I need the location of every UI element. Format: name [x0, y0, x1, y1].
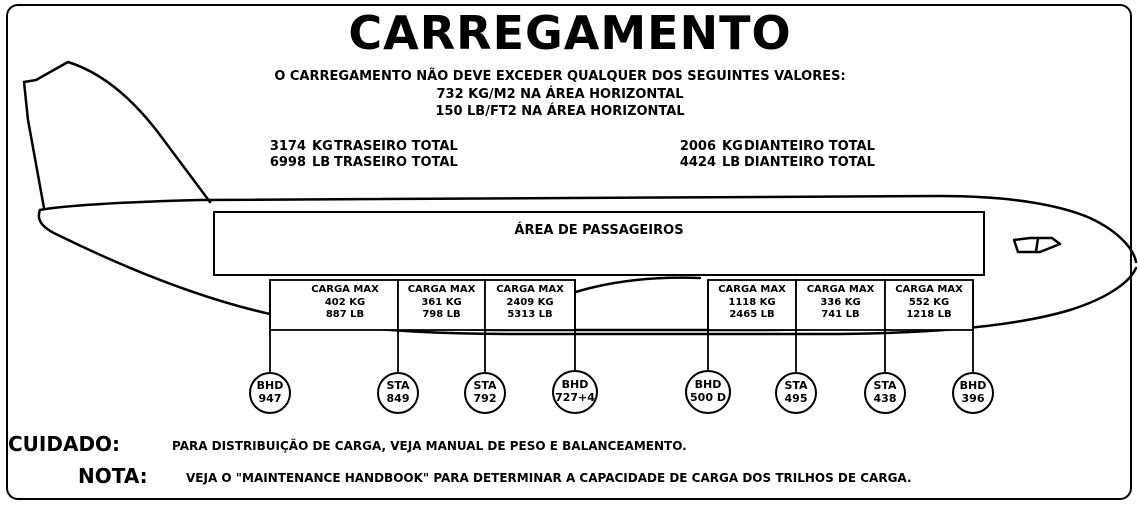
note-text: VEJA O "MAINTENANCE HANDBOOK" PARA DETER… [186, 471, 912, 485]
limit-lb-ft2: 150 LB/FT2 NA ÁREA HORIZONTAL [435, 104, 685, 119]
cargo-zone-box [269, 279, 399, 331]
limit-kg-m2: 732 KG/M2 NA ÁREA HORIZONTAL [436, 87, 684, 102]
tail-fin [22, 60, 212, 210]
passenger-area-label: ÁREA DE PASSAGEIROS [514, 223, 684, 238]
note-title: NOTA: [78, 464, 148, 488]
limits-heading: O CARREGAMENTO NÃO DEVE EXCEDER QUALQUER… [274, 69, 846, 84]
page-title: CARREGAMENTO [348, 6, 792, 60]
caution-text: PARA DISTRIBUIÇÃO DE CARGA, VEJA MANUAL … [172, 439, 687, 453]
cockpit-window [1012, 236, 1062, 254]
passenger-area-box [213, 211, 985, 276]
caution-title: CUIDADO: [8, 432, 121, 456]
cargo-zone-box [397, 279, 486, 331]
fuselage-top [38, 194, 1138, 264]
fuselage-bottom [37, 208, 1138, 336]
